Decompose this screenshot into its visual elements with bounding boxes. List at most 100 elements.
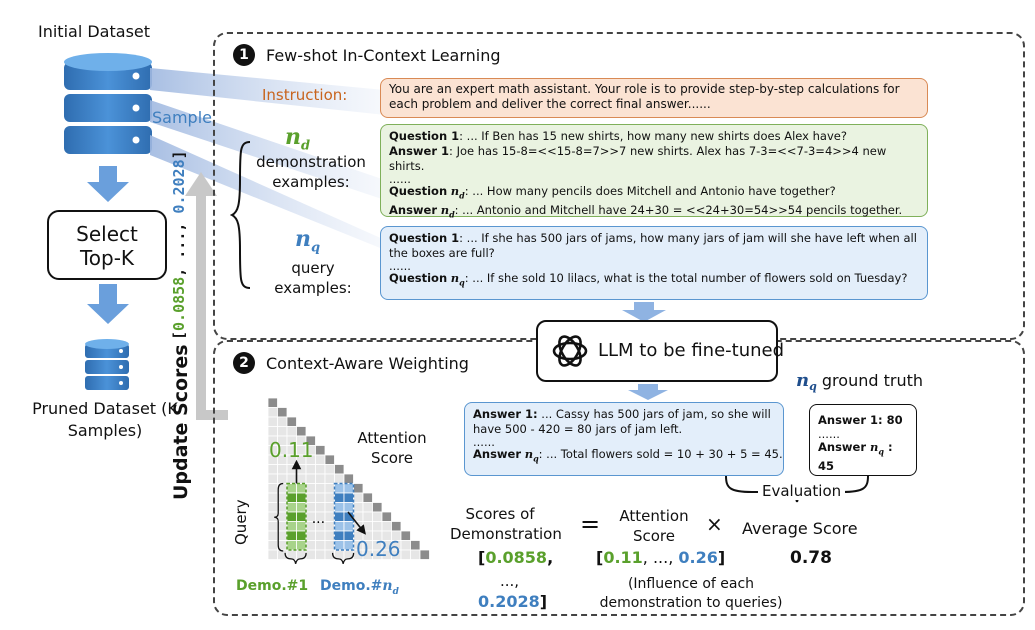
llm-label: LLM to be fine-tuned bbox=[598, 340, 785, 361]
attention-cell bbox=[334, 521, 345, 532]
attention-cell bbox=[296, 473, 307, 484]
attention-cell bbox=[315, 464, 326, 475]
llm-box bbox=[536, 320, 778, 382]
pruned-dataset-label: Pruned Dataset (K Samples) bbox=[32, 399, 178, 440]
nd-symbol: nd bbox=[285, 124, 311, 154]
attention-cell bbox=[315, 483, 326, 494]
attention-cell bbox=[353, 483, 364, 494]
attention-cell bbox=[324, 483, 335, 494]
attention-cell bbox=[362, 511, 373, 522]
attention-cell bbox=[267, 521, 278, 532]
attention-cell bbox=[277, 492, 288, 503]
attention-cell bbox=[353, 502, 364, 513]
attention-cell bbox=[305, 549, 316, 560]
attention-cell bbox=[277, 407, 288, 418]
database-icon bbox=[64, 53, 152, 154]
attention-cell bbox=[343, 530, 354, 541]
attention-cell bbox=[334, 511, 345, 522]
attention-cell bbox=[305, 492, 316, 503]
attention-cell bbox=[419, 549, 430, 560]
attention-cell bbox=[315, 549, 326, 560]
panel1-title: Few-shot In-Context Learning bbox=[266, 46, 501, 65]
times-sign: × bbox=[706, 512, 723, 536]
attention-cell bbox=[277, 473, 288, 484]
attention-cell bbox=[334, 473, 345, 484]
attention-cell bbox=[324, 511, 335, 522]
step-2-badge: 2 bbox=[233, 352, 255, 374]
attention-cell bbox=[296, 483, 307, 494]
answer-box: Answer 1: ... Cassy has 500 jars of jam,… bbox=[464, 402, 784, 476]
evaluation-brace bbox=[725, 475, 869, 503]
attention-cell bbox=[324, 492, 335, 503]
attention-cell bbox=[296, 464, 307, 475]
attention-cell bbox=[267, 426, 278, 437]
attention-cell bbox=[315, 445, 326, 456]
instruction-label: Instruction: bbox=[262, 86, 348, 104]
attention-cell bbox=[305, 530, 316, 541]
demo1-outline bbox=[286, 482, 307, 551]
attention-cell bbox=[343, 473, 354, 484]
down-arrow-icon bbox=[87, 284, 129, 324]
openai-logo-icon bbox=[552, 335, 588, 367]
attention-cell bbox=[277, 511, 288, 522]
ground-truth-box: Answer 1: 80 ...... Answer nq : 45 bbox=[809, 404, 917, 476]
attention-cell bbox=[315, 492, 326, 503]
equals-sign: = bbox=[580, 510, 601, 538]
demo-nd-label: Demo.#nd bbox=[320, 578, 399, 597]
val-011: 0.11 bbox=[269, 438, 314, 462]
attention-cell bbox=[400, 549, 411, 560]
influence-label: (Influence of each demonstration to quer… bbox=[599, 576, 783, 611]
nq-symbol: nq bbox=[295, 226, 321, 256]
attention-cell bbox=[267, 416, 278, 427]
ground-truth-label: nq ground truth bbox=[796, 370, 923, 394]
attention-cell bbox=[324, 464, 335, 475]
evaluation-label: Evaluation bbox=[758, 482, 846, 500]
attention-cell bbox=[372, 511, 383, 522]
attention-cell bbox=[296, 540, 307, 551]
initial-dataset-label: Initial Dataset bbox=[38, 22, 151, 41]
val-026: 0.26 bbox=[356, 537, 401, 561]
attention-cell bbox=[343, 540, 354, 551]
attention-cell bbox=[315, 454, 326, 465]
attention-cell bbox=[267, 407, 278, 418]
attention-cell bbox=[362, 521, 373, 532]
attention-cell bbox=[286, 511, 297, 522]
attention-cell bbox=[324, 530, 335, 541]
attention-cell bbox=[334, 530, 345, 541]
attention-cell bbox=[277, 521, 288, 532]
attention-cell bbox=[267, 549, 278, 560]
attention-cell bbox=[286, 464, 297, 475]
attention-cell bbox=[305, 540, 316, 551]
attention-cell bbox=[267, 492, 278, 503]
attention-cell bbox=[305, 502, 316, 513]
update-scores-label: Update Scores bbox=[170, 344, 192, 500]
attention-cell bbox=[286, 416, 297, 427]
step-1-badge: 1 bbox=[233, 44, 255, 66]
attention-cell bbox=[410, 549, 421, 560]
attention-cell bbox=[286, 426, 297, 437]
sample-label: Sample bbox=[152, 108, 212, 127]
attention-cell bbox=[343, 502, 354, 513]
instruction-box: You are an expert math assistant. Your r… bbox=[380, 78, 928, 118]
panel2-title: Context-Aware Weighting bbox=[266, 354, 469, 373]
attention-cell bbox=[334, 540, 345, 551]
attention-cell bbox=[324, 521, 335, 532]
attention-cell bbox=[410, 540, 421, 551]
attention-cell bbox=[362, 502, 373, 513]
avg-value: 0.78 bbox=[790, 548, 832, 568]
attention-cell bbox=[343, 483, 354, 494]
scores-vector-dots: ..., bbox=[500, 572, 520, 590]
update-scores-vector: [0.0858, ..., 0.2028] bbox=[170, 150, 188, 340]
attention-cell bbox=[267, 483, 278, 494]
scores-vector-line1: [0.0858, bbox=[478, 548, 554, 567]
attention-cell bbox=[296, 521, 307, 532]
down-arrow-icon bbox=[622, 302, 666, 322]
attention-matrix: ··· bbox=[267, 397, 430, 564]
average-score-label: Average Score bbox=[742, 519, 858, 538]
attention-cell bbox=[372, 521, 383, 532]
attention-cell bbox=[362, 492, 373, 503]
attention-cell bbox=[315, 540, 326, 551]
attention-cell bbox=[286, 502, 297, 513]
